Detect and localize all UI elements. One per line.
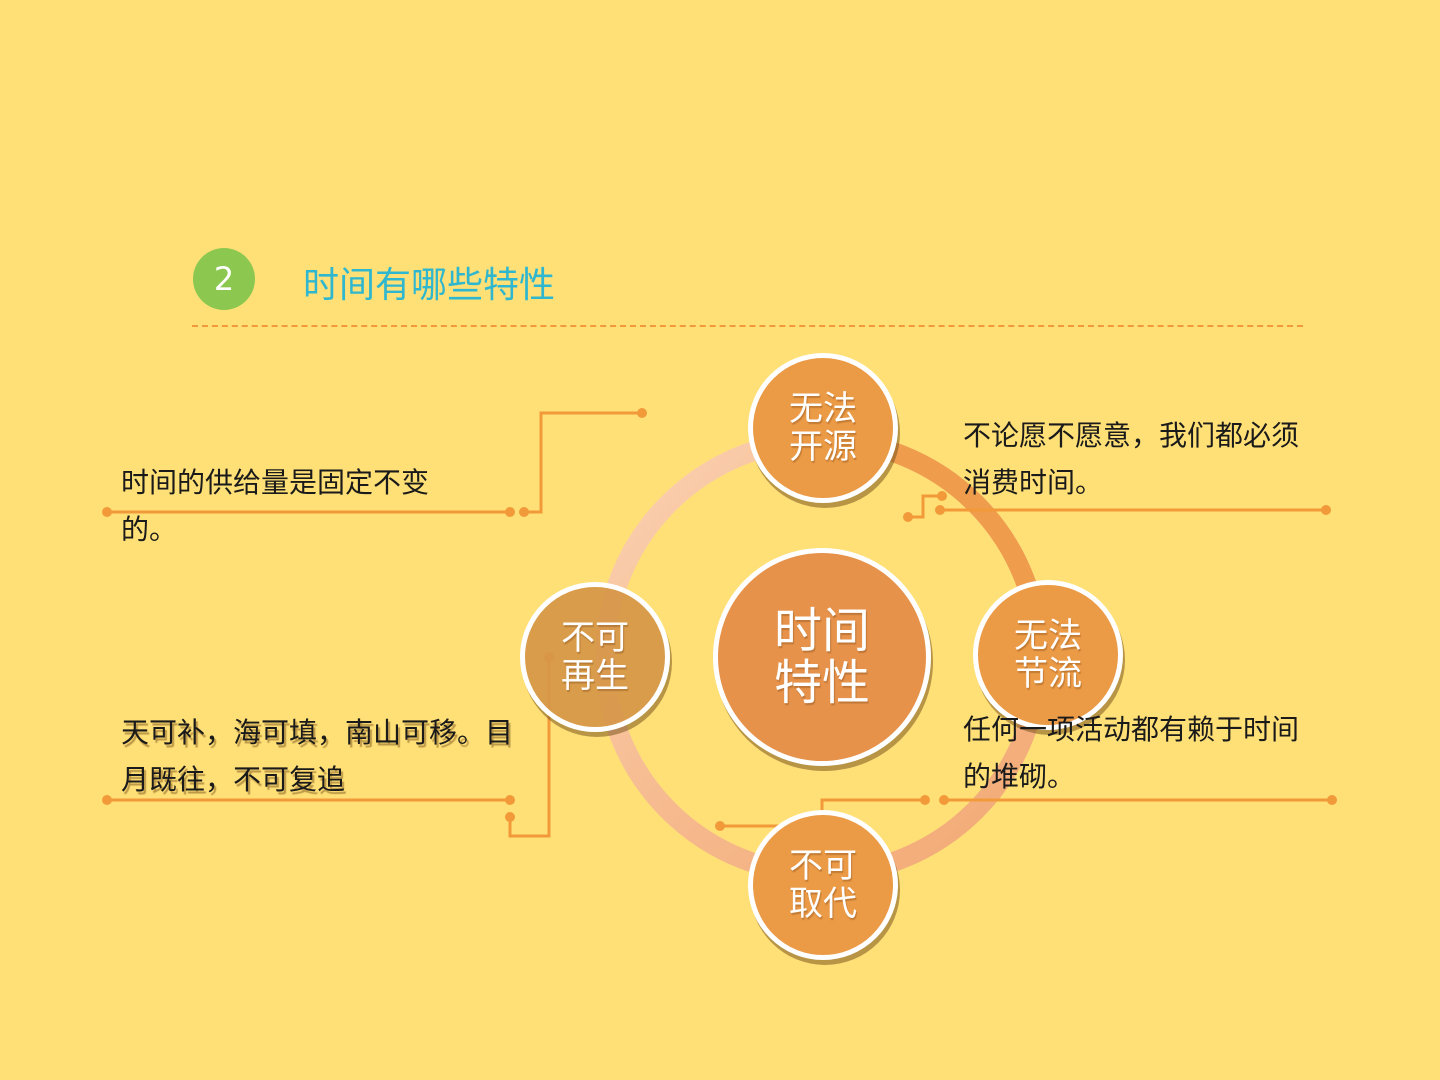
description-bottom-right: 任何一项活动都有赖于时间的堆砌。	[963, 713, 1300, 793]
node-left-label: 不可再生	[561, 618, 629, 696]
node-irreplaceable: 不可取代	[748, 810, 898, 960]
center-node-label: 时间特性	[773, 603, 870, 711]
node-top-label: 无法开源	[789, 389, 857, 467]
description-top-right: 不论愿不愿意，我们都必须消费时间。	[963, 419, 1300, 499]
node-cannot-increase-supply: 无法开源	[748, 353, 898, 503]
connector-top-left	[107, 411, 642, 514]
description-bottom-left: 天可补，海可填，南山可移。目月既往，不可复追	[121, 716, 514, 796]
node-bottom-label: 不可取代	[789, 846, 857, 924]
node-right-label: 无法节流	[1014, 616, 1082, 694]
connector-bottom-left	[107, 657, 551, 838]
connector-top-right	[908, 494, 1326, 519]
node-non-renewable: 不可再生	[520, 582, 670, 732]
dashed-divider	[192, 325, 1303, 327]
description-top-left: 时间的供给量是固定不变的。	[121, 466, 430, 546]
node-cannot-save: 无法节流	[973, 580, 1123, 730]
section-number-badge: 2	[193, 248, 255, 310]
center-node-time-properties: 时间特性	[713, 548, 931, 766]
section-title: 时间有哪些特性	[303, 265, 556, 306]
